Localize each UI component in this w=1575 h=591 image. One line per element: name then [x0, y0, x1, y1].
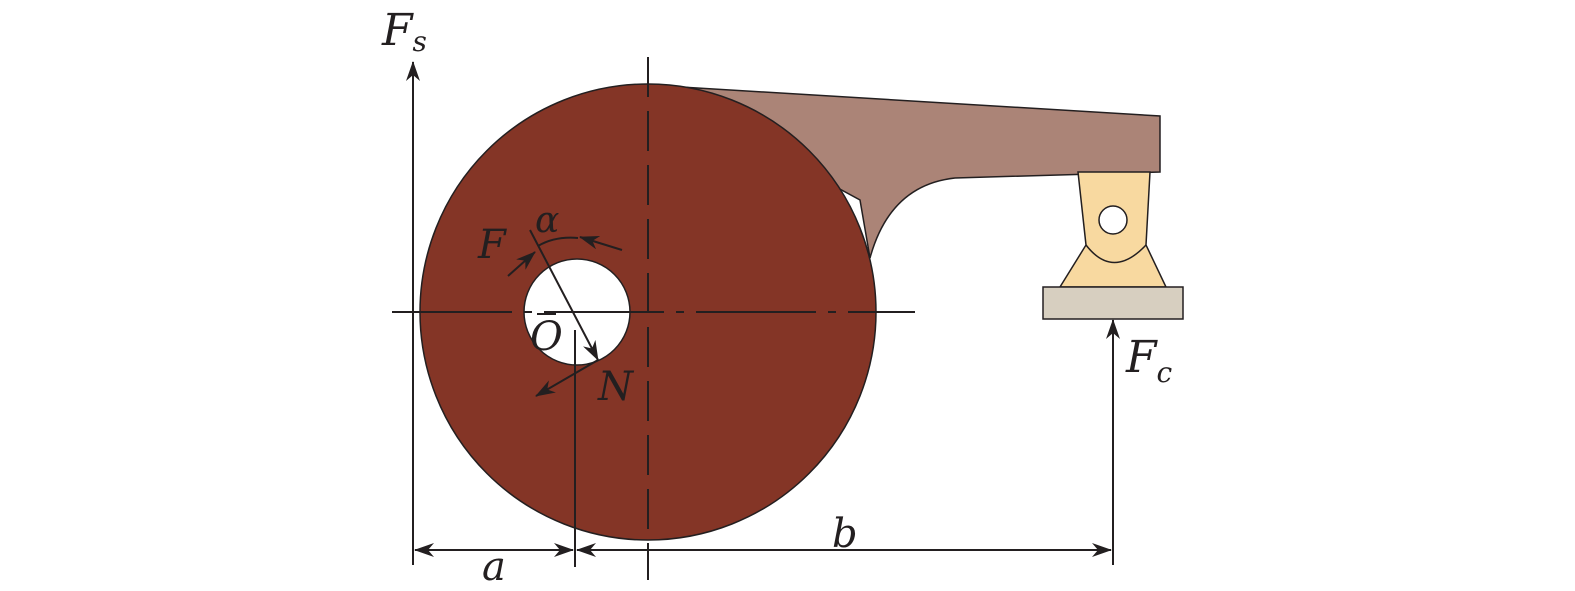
label-fc: Fc	[1125, 332, 1173, 389]
label-dim-b: b	[832, 511, 858, 557]
force-line	[529, 229, 599, 361]
support-base	[1042, 286, 1184, 320]
label-dim-a: a	[482, 544, 506, 590]
bracket-pin-hole	[1098, 205, 1128, 235]
normal-arrow	[535, 359, 599, 397]
angle-arrow	[579, 235, 623, 251]
label-normal: N	[597, 364, 635, 410]
label-alpha: α	[535, 200, 559, 241]
angle-arc	[537, 236, 579, 247]
label-fs: Fs	[381, 5, 427, 58]
label-friction: F	[477, 222, 507, 268]
label-center-o: O	[530, 314, 563, 360]
bracket-arc	[1085, 244, 1147, 264]
friction-arrow	[507, 251, 536, 277]
